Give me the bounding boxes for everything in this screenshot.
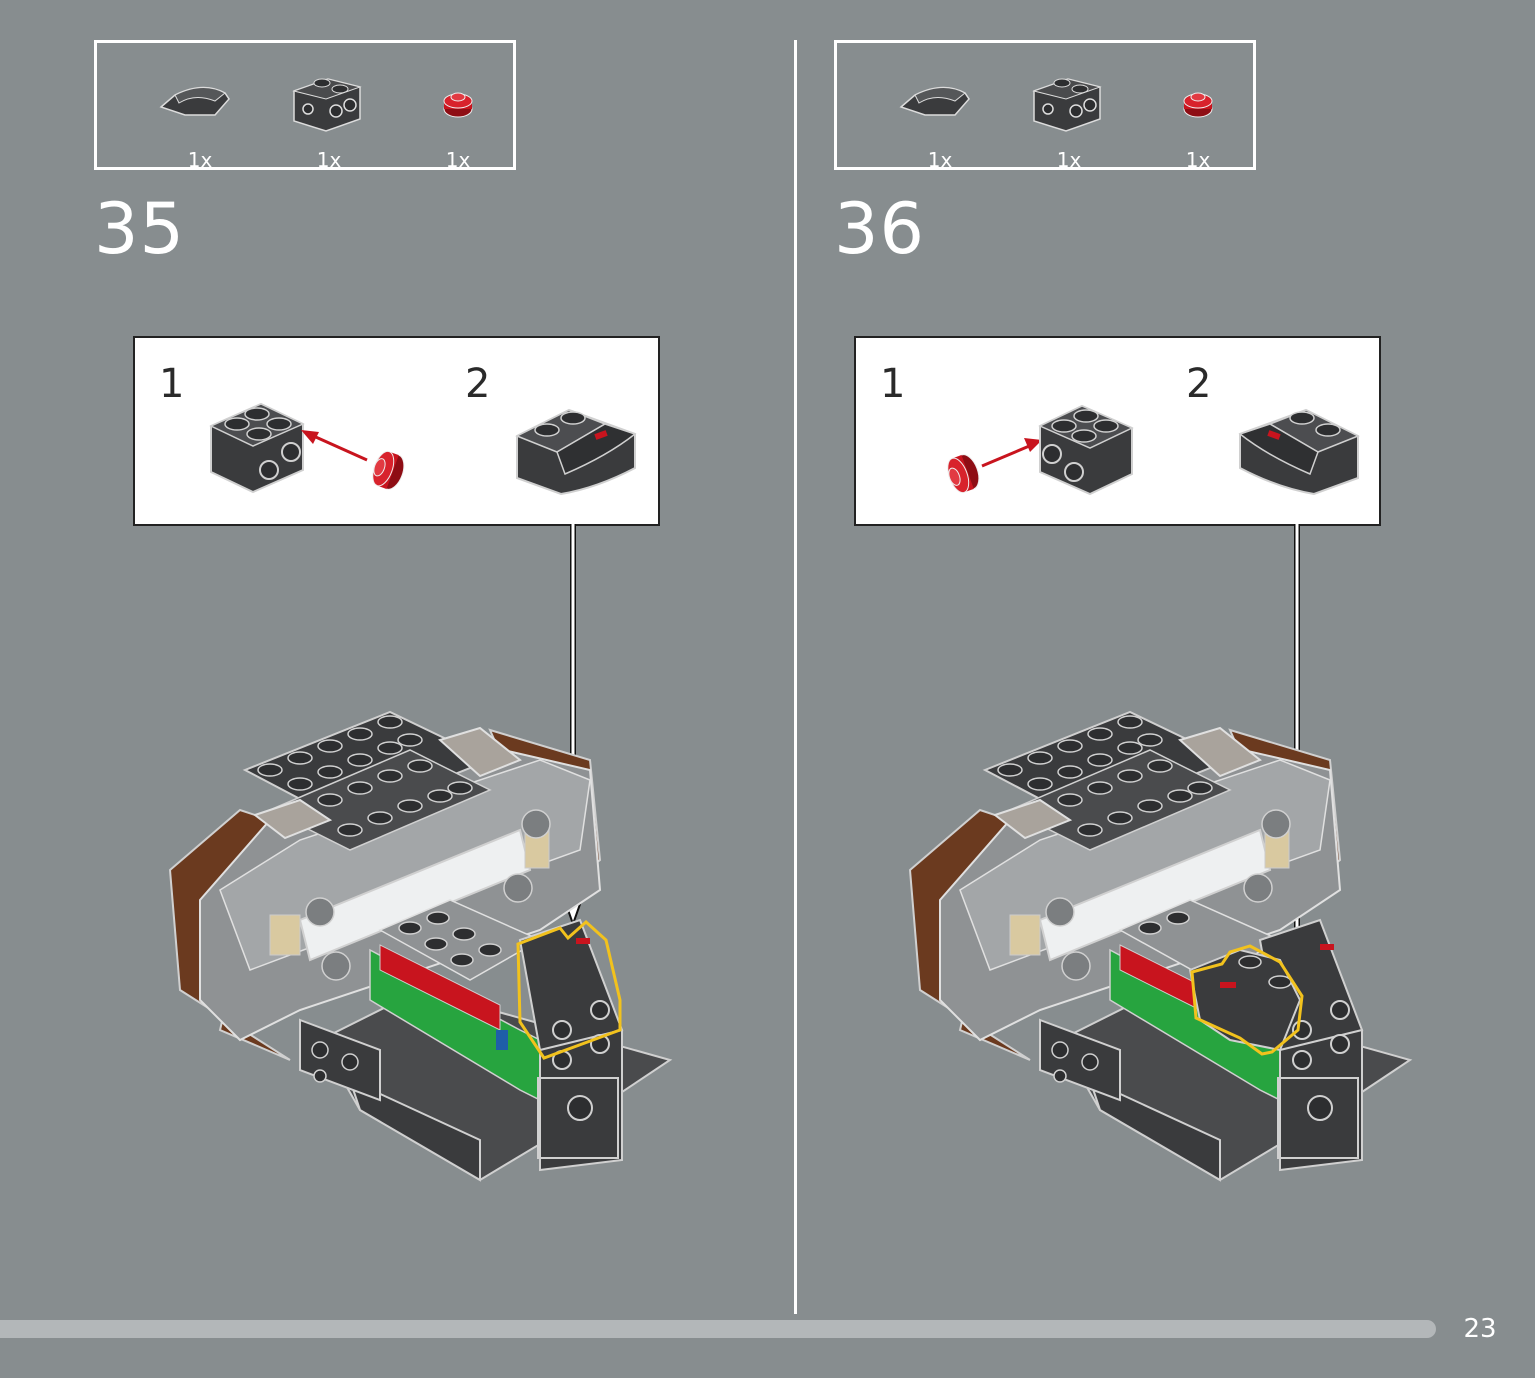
curved-slope-added-diagram [516,409,636,495]
parts-list-step-36: 1x 1x 1x [834,40,1256,171]
part-slot-side-stud-brick: 1x [284,63,374,171]
model-assembly-step-36 [908,710,1413,1182]
progress-bar [0,1320,1436,1338]
part-qty: 1x [1185,148,1211,172]
curved-slope-added-diagram [1239,409,1359,495]
attach-red-plate-diagram [947,405,1133,495]
part-slot-red-plate: 1x [1153,63,1243,171]
page-divider [794,40,797,1314]
model-assembly-step-35 [168,710,673,1182]
page-number: 23 [1463,1314,1497,1344]
part-slot-red-plate: 1x [413,63,503,171]
parts-list-step-35: 1x 1x 1x [94,40,516,171]
red-round-plate-icon [1183,92,1213,118]
brick-with-side-studs-icon [293,78,361,132]
step-number: 36 [834,188,926,270]
part-slot-slope: 1x [895,63,985,171]
step-number: 35 [94,188,186,270]
part-qty: 1x [316,148,342,172]
curved-slope-tile-icon [160,86,230,116]
substep-number: 2 [465,361,491,407]
substep-number: 1 [159,361,185,407]
part-qty: 1x [445,148,471,172]
part-slot-slope: 1x [155,63,245,171]
part-qty: 1x [1056,148,1082,172]
attach-red-plate-diagram [210,403,405,493]
part-slot-side-stud-brick: 1x [1024,63,1114,171]
red-round-plate-icon [443,92,473,118]
brick-with-side-studs-icon [1033,78,1101,132]
part-qty: 1x [187,148,213,172]
substep-number: 1 [880,361,906,407]
substep-number: 2 [1186,361,1212,407]
sub-assembly-callout-step-36: 1 2 [854,336,1381,526]
part-qty: 1x [927,148,953,172]
sub-assembly-callout-step-35: 1 2 [133,336,660,526]
curved-slope-tile-icon [900,86,970,116]
